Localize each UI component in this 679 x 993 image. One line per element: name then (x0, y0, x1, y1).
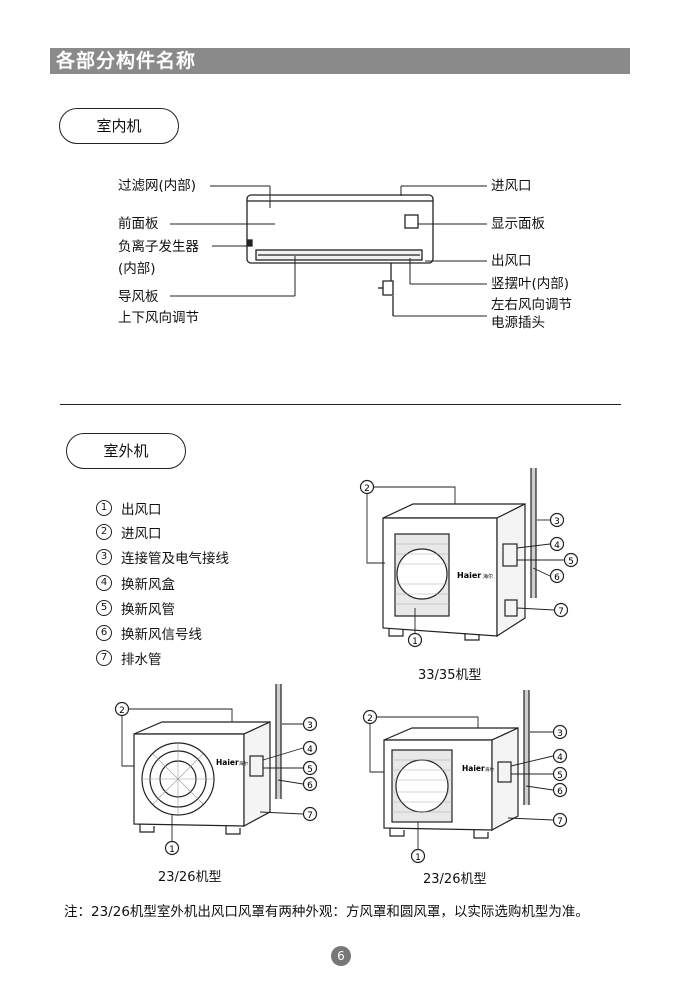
callout-6: 6 (557, 787, 563, 797)
callout-7: 7 (558, 607, 564, 617)
legend-number: 3 (96, 549, 112, 565)
brand-logo-sub: 海尔 (483, 573, 493, 580)
label-power-plug: 电源插头 (491, 315, 545, 331)
legend-number: 1 (96, 500, 112, 516)
legend-text: 换新风信号线 (121, 627, 202, 643)
label-deflector-sub: 上下风向调节 (118, 310, 199, 326)
callout-6: 6 (307, 781, 313, 791)
label-air-outlet: 出风口 (491, 253, 532, 269)
legend-text: 换新风盒 (121, 577, 175, 593)
legend-item-7: 7 排水管 (96, 648, 162, 668)
indoor-unit-diagram (170, 185, 487, 317)
label-ion-generator-sub: (内部) (118, 261, 156, 277)
brand-logo-sub: 海尔 (485, 766, 494, 773)
brand-logo: Haier (462, 764, 485, 773)
legend-item-5: 5 换新风管 (96, 598, 175, 618)
label-filter: 过滤网(内部) (118, 178, 197, 194)
legend-item-2: 2 进风口 (96, 522, 162, 542)
model-label-23-26-right: 23/26机型 (423, 872, 487, 887)
callout-2: 2 (364, 484, 370, 494)
callout-4: 4 (307, 745, 313, 755)
legend-item-4: 4 换新风盒 (96, 573, 175, 593)
indoor-unit-body (246, 194, 434, 316)
model-label-33-35: 33/35机型 (418, 668, 482, 683)
legend-number: 4 (96, 575, 112, 591)
label-deflector: 导风板 (118, 289, 159, 305)
callout-2: 2 (367, 714, 373, 724)
label-vertical-vane-sub: 左右风向调节 (491, 297, 572, 313)
label-air-inlet: 进风口 (491, 178, 532, 194)
callout-5: 5 (307, 765, 313, 775)
indoor-leader-lines (170, 185, 487, 317)
callout-1: 1 (412, 637, 418, 647)
label-vertical-vane: 竖摆叶(内部) (491, 276, 570, 292)
legend-number: 6 (96, 625, 112, 641)
callout-3: 3 (307, 721, 313, 731)
legend-number: 2 (96, 524, 112, 540)
callout-4: 4 (554, 541, 560, 551)
callout-3: 3 (554, 517, 560, 527)
model-label-23-26-left: 23/26机型 (158, 870, 222, 885)
legend-text: 连接管及电气接线 (121, 551, 229, 567)
callout-3: 3 (557, 729, 563, 739)
legend-item-1: 1 出风口 (96, 498, 162, 518)
section-divider (60, 404, 621, 405)
legend-number: 5 (96, 600, 112, 616)
legend-item-3: 3 连接管及电气接线 (96, 547, 229, 567)
callout-5: 5 (557, 771, 563, 781)
outdoor-heading: 室外机 (66, 433, 186, 469)
page-number: 6 (331, 946, 351, 966)
outdoor-unit-23-26-square: 2 3 4 5 6 7 1 Haier 海尔 (362, 690, 568, 864)
brand-logo-sub: 海尔 (239, 760, 248, 767)
legend-text: 换新风管 (121, 602, 175, 618)
legend-text: 进风口 (121, 526, 162, 542)
ion-generator-mark (247, 239, 253, 247)
section-title: 各部分构件名称 (56, 50, 197, 72)
callout-2: 2 (119, 706, 125, 716)
footnote: 注：23/26机型室外机出风口风罩有两种外观：方风罩和圆风罩，以实际选购机型为准… (64, 904, 589, 920)
legend-number: 7 (96, 650, 112, 666)
label-ion-generator: 负离子发生器 (118, 239, 199, 255)
label-display: 显示面板 (491, 216, 545, 232)
callout-6: 6 (554, 573, 560, 583)
outdoor-unit-33-35: 2 3 4 5 6 7 1 Haier 海尔 (359, 468, 579, 648)
brand-logo: Haier (216, 758, 239, 767)
section-title-bar (50, 48, 630, 74)
legend-text: 排水管 (121, 652, 162, 668)
callout-7: 7 (557, 817, 563, 827)
callout-4: 4 (557, 753, 563, 763)
outdoor-unit-23-26-round: 2 3 4 5 6 7 1 Haier 海尔 (114, 684, 318, 856)
legend-item-6: 6 换新风信号线 (96, 623, 202, 643)
legend-text: 出风口 (121, 502, 162, 518)
indoor-heading: 室内机 (59, 108, 179, 144)
display-panel-shape (404, 214, 419, 229)
label-front-panel: 前面板 (118, 216, 159, 232)
brand-logo: Haier (457, 571, 481, 580)
callout-7: 7 (307, 811, 313, 821)
callout-1: 1 (415, 853, 421, 863)
callout-1: 1 (169, 845, 175, 855)
callout-5: 5 (568, 557, 574, 567)
